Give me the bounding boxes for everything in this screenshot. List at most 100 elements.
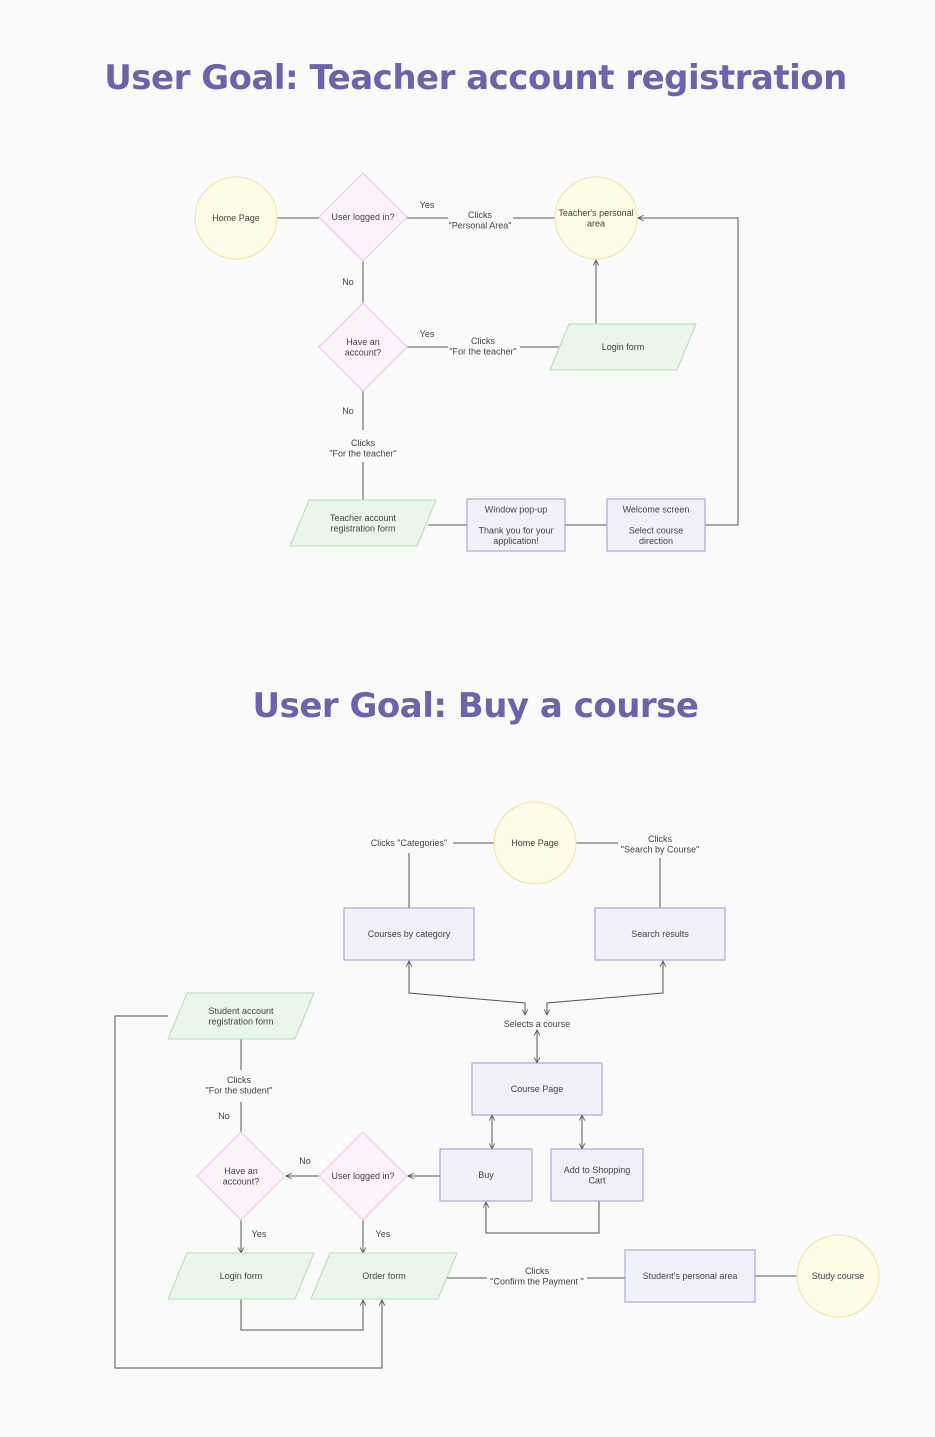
edge-bhome-search xyxy=(576,842,661,908)
lb-clicks-confirm-text: "Confirm the Payment " xyxy=(490,1276,583,1286)
edge-label-lb-no-a: No xyxy=(218,1111,230,1121)
b-cart-shape xyxy=(550,1148,644,1202)
lb-clicks-confirm-text: Clicks xyxy=(525,1266,549,1276)
t-have-text: account? xyxy=(345,347,382,357)
edge-label-lt-clicks-teacher2: Clicks"For the teacher" xyxy=(329,438,396,459)
node-b-studarea: Student's personal area xyxy=(624,1249,756,1303)
lt-no2-text: No xyxy=(342,406,354,416)
edge-label-lb-clicks-search: Clicks"Search by Course" xyxy=(621,834,699,855)
node-b-coursepage: Course Page xyxy=(471,1062,603,1116)
b-logged-shape xyxy=(318,1131,408,1221)
b-studarea-text: Student's personal area xyxy=(643,1271,738,1281)
lb-no-b-text: No xyxy=(299,1156,311,1166)
b-home-text: Home Page xyxy=(511,838,559,848)
t-logged-shape xyxy=(318,172,408,262)
b-have-text: account? xyxy=(223,1176,260,1186)
edge-bcart-buy xyxy=(486,1201,600,1234)
lt-clicks-teacher1-text: "For the teacher" xyxy=(449,346,516,356)
edge-bstudreg-order xyxy=(114,1015,382,1369)
b-studreg-text: registration form xyxy=(208,1016,273,1026)
b-bycat-text: Courses by category xyxy=(368,929,451,939)
lb-clicks-cat-text: Clicks "Categories" xyxy=(371,838,447,848)
t-have-text: Have an xyxy=(346,337,380,347)
b-home-shape xyxy=(493,801,577,885)
b-coursepage-text: Course Page xyxy=(511,1084,564,1094)
node-t-login: Login form xyxy=(549,323,697,371)
b-have-text: Have an xyxy=(224,1166,258,1176)
t-logged-text: User logged in? xyxy=(331,212,394,222)
edge-label-lb-clicks-student: Clicks"For the student" xyxy=(206,1075,273,1096)
b-login-shape xyxy=(167,1252,315,1300)
t-popup-shape xyxy=(466,498,566,552)
lb-clicks-student-text: "For the student" xyxy=(206,1085,273,1095)
edge-label-lb-yes-a: Yes xyxy=(252,1229,267,1239)
lt-no1-text: No xyxy=(342,277,354,287)
section-title-teacher-registration: User Goal: Teacher account registration xyxy=(104,58,847,98)
t-welcome-shape xyxy=(606,498,706,552)
node-b-study: Study course xyxy=(796,1234,880,1318)
t-area-text: area xyxy=(587,218,605,228)
edge-blogin-order xyxy=(240,1299,363,1331)
lt-clicks-teacher2-text: Clicks xyxy=(351,438,375,448)
lt-clicks-pa-text: Clicks xyxy=(468,210,492,220)
edge-label-lt-clicks-pa: Clicks"Personal Area" xyxy=(449,210,512,231)
t-regform-text: Teacher account xyxy=(330,513,397,523)
node-t-logged: User logged in? xyxy=(318,172,408,262)
lb-clicks-search-text: "Search by Course" xyxy=(621,844,699,854)
t-have-shape xyxy=(318,302,408,392)
b-order-text: Order form xyxy=(362,1271,406,1281)
section-title-buy-course: User Goal: Buy a course xyxy=(252,686,700,726)
t-popup-text: Thank you for your xyxy=(478,525,553,535)
b-coursepage-shape xyxy=(471,1062,603,1116)
b-buy-shape xyxy=(439,1148,533,1202)
node-b-order: Order form xyxy=(310,1252,458,1300)
edge-twelcome-area xyxy=(638,218,739,526)
t-regform-shape xyxy=(289,499,437,547)
t-welcome-text: Welcome screen xyxy=(623,504,690,514)
b-study-text: Study course xyxy=(812,1271,865,1281)
t-welcome-text: Select course xyxy=(629,525,684,535)
b-bycat-shape xyxy=(343,907,475,961)
edge-label-lb-yes-b: Yes xyxy=(376,1229,391,1239)
b-study-shape xyxy=(796,1234,880,1318)
b-search-text: Search results xyxy=(631,929,689,939)
edge-bsearch-selects xyxy=(547,961,663,1015)
node-b-search: Search results xyxy=(594,907,726,961)
lt-yes1-text: Yes xyxy=(420,200,435,210)
b-studreg-text: Student account xyxy=(208,1006,274,1016)
node-b-bycat: Courses by category xyxy=(343,907,475,961)
lt-clicks-pa-text: "Personal Area" xyxy=(449,220,512,230)
t-regform-text: registration form xyxy=(330,523,395,533)
t-area-shape xyxy=(554,176,638,260)
b-logged-text: User logged in? xyxy=(331,1171,394,1181)
t-welcome-text: direction xyxy=(639,536,673,546)
lb-no-a-text: No xyxy=(218,1111,230,1121)
edge-label-lt-no2: No xyxy=(342,406,354,416)
lb-selects-text: Selects a course xyxy=(504,1019,571,1029)
b-cart-text: Cart xyxy=(588,1175,606,1185)
lt-clicks-teacher1-text: Clicks xyxy=(471,336,495,346)
node-b-buy: Buy xyxy=(439,1148,533,1202)
b-studarea-shape xyxy=(624,1249,756,1303)
edge-label-lt-yes1: Yes xyxy=(420,200,435,210)
lt-clicks-teacher2-text: "For the teacher" xyxy=(329,448,396,458)
lb-clicks-student-text: Clicks xyxy=(227,1075,251,1085)
b-order-shape xyxy=(310,1252,458,1300)
node-b-logged: User logged in? xyxy=(318,1131,408,1221)
edge-label-lt-yes2: Yes xyxy=(420,329,435,339)
node-b-home: Home Page xyxy=(493,801,577,885)
lb-yes-a-text: Yes xyxy=(252,1229,267,1239)
t-popup-text: application! xyxy=(493,536,539,546)
t-home-shape xyxy=(194,176,278,260)
b-studreg-shape xyxy=(167,992,315,1040)
t-area-text: Teacher's personal xyxy=(558,208,633,218)
